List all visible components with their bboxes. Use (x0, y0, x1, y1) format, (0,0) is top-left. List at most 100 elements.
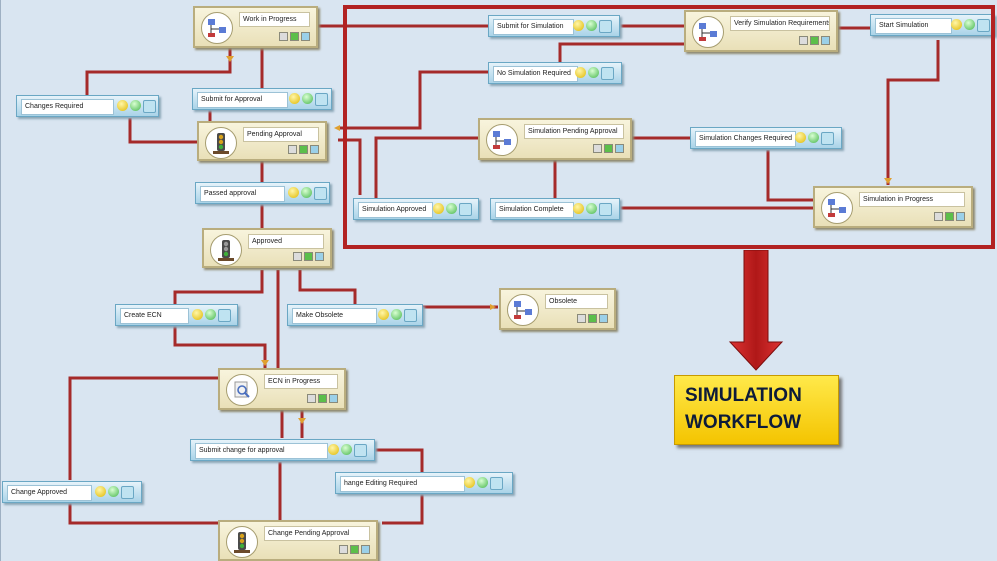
go-arrow-icon[interactable] (108, 486, 119, 497)
transition-simulation-complete[interactable]: Simulation Complete (490, 198, 620, 220)
book-icon[interactable] (588, 314, 597, 323)
grid-icon[interactable] (301, 32, 310, 41)
state-verify-simulation-requirements[interactable]: Verify Simulation Requirements (684, 10, 838, 52)
transition-changes-required[interactable]: Changes Required (16, 95, 159, 117)
grid-icon[interactable] (821, 36, 830, 45)
bell-icon[interactable] (117, 100, 128, 111)
grid-icon[interactable] (599, 314, 608, 323)
state-approved[interactable]: Approved (202, 228, 332, 268)
grid-icon[interactable] (329, 394, 338, 403)
bell-icon[interactable] (288, 187, 299, 198)
go-arrow-icon[interactable] (205, 309, 216, 320)
book-icon[interactable] (945, 212, 954, 221)
transition-submit-for-simulation[interactable]: Submit for Simulation (488, 15, 620, 37)
connector-ecn-change-approved (68, 376, 218, 480)
book-icon[interactable] (350, 545, 359, 554)
properties-icon[interactable] (799, 36, 808, 45)
transition-start-simulation[interactable]: Start Simulation (870, 14, 995, 36)
connector-submit-change-editing (375, 448, 424, 472)
properties-icon[interactable] (934, 212, 943, 221)
properties-icon[interactable] (577, 314, 586, 323)
grid-icon[interactable] (956, 212, 965, 221)
properties-icon[interactable] (143, 100, 156, 113)
properties-icon[interactable] (307, 394, 316, 403)
properties-icon[interactable] (293, 252, 302, 261)
state-work-in-progress[interactable]: Work in Progress (193, 6, 318, 48)
bell-icon[interactable] (795, 132, 806, 143)
state-pending-approval[interactable]: Pending Approval (197, 121, 327, 161)
book-icon[interactable] (290, 32, 299, 41)
transition-change-editing-required[interactable]: hange Editing Required (335, 472, 513, 494)
state-obsolete[interactable]: Obsolete (499, 288, 616, 330)
properties-icon[interactable] (279, 32, 288, 41)
bell-icon[interactable] (378, 309, 389, 320)
transition-change-approved[interactable]: Change Approved (2, 481, 142, 503)
state-simulation-in-progress[interactable]: Simulation in Progress (813, 186, 973, 228)
go-arrow-icon[interactable] (477, 477, 488, 488)
go-arrow-icon[interactable] (964, 19, 975, 30)
transition-submit-for-approval[interactable]: Submit for Approval (192, 88, 332, 110)
book-icon[interactable] (810, 36, 819, 45)
bell-icon[interactable] (192, 309, 203, 320)
transition-simulation-approved[interactable]: Simulation Approved (353, 198, 479, 220)
properties-icon[interactable] (288, 145, 297, 154)
bell-icon[interactable] (289, 93, 300, 104)
bell-icon[interactable] (95, 486, 106, 497)
state-simulation-pending-approval[interactable]: Simulation Pending Approval (478, 118, 632, 160)
go-arrow-icon[interactable] (588, 67, 599, 78)
properties-icon[interactable] (599, 20, 612, 33)
bell-icon[interactable] (573, 20, 584, 31)
bell-icon[interactable] (433, 203, 444, 214)
bell-icon[interactable] (464, 477, 475, 488)
properties-icon[interactable] (404, 309, 417, 322)
go-arrow-icon[interactable] (302, 93, 313, 104)
go-arrow-icon[interactable] (341, 444, 352, 455)
grid-icon[interactable] (310, 145, 319, 154)
go-arrow-icon[interactable] (808, 132, 819, 143)
book-icon[interactable] (604, 144, 613, 153)
bell-icon[interactable] (575, 67, 586, 78)
state-ecn-in-progress[interactable]: ECN in Progress (218, 368, 346, 410)
connector-start-sip (886, 40, 940, 185)
grid-icon[interactable] (315, 252, 324, 261)
transition-passed-approval[interactable]: Passed approval (195, 182, 330, 204)
transition-make-obsolete[interactable]: Make Obsolete (287, 304, 423, 326)
properties-icon[interactable] (601, 67, 614, 80)
properties-icon[interactable] (821, 132, 834, 145)
book-icon[interactable] (318, 394, 327, 403)
book-icon[interactable] (299, 145, 308, 154)
go-arrow-icon[interactable] (130, 100, 141, 111)
flowchart-icon (692, 16, 724, 48)
properties-icon[interactable] (490, 477, 503, 490)
go-arrow-icon[interactable] (446, 203, 457, 214)
transition-create-ecn[interactable]: Create ECN (115, 304, 238, 326)
transition-simulation-changes-required[interactable]: Simulation Changes Required (690, 127, 842, 149)
bell-icon[interactable] (328, 444, 339, 455)
go-arrow-icon[interactable] (586, 203, 597, 214)
go-arrow-icon[interactable] (391, 309, 402, 320)
transition-no-simulation-required[interactable]: No Simulation Required (488, 62, 622, 84)
state-label: Simulation Pending Approval (524, 124, 624, 139)
state-toolbar (307, 394, 338, 403)
properties-icon[interactable] (121, 486, 134, 499)
state-change-pending-approval[interactable]: Change Pending Approval (218, 520, 378, 561)
properties-icon[interactable] (339, 545, 348, 554)
properties-icon[interactable] (315, 93, 328, 106)
properties-icon[interactable] (354, 444, 367, 457)
transition-submit-change-for-approval[interactable]: Submit change for approval (190, 439, 375, 461)
flowchart-icon (507, 294, 539, 326)
properties-icon[interactable] (459, 203, 472, 216)
properties-icon[interactable] (593, 144, 602, 153)
go-arrow-icon[interactable] (586, 20, 597, 31)
bell-icon[interactable] (951, 19, 962, 30)
grid-icon[interactable] (361, 545, 370, 554)
connector-sim-approved-pending (374, 136, 478, 198)
properties-icon[interactable] (977, 19, 990, 32)
properties-icon[interactable] (599, 203, 612, 216)
book-icon[interactable] (304, 252, 313, 261)
bell-icon[interactable] (573, 203, 584, 214)
grid-icon[interactable] (615, 144, 624, 153)
properties-icon[interactable] (314, 187, 327, 200)
go-arrow-icon[interactable] (301, 187, 312, 198)
properties-icon[interactable] (218, 309, 231, 322)
